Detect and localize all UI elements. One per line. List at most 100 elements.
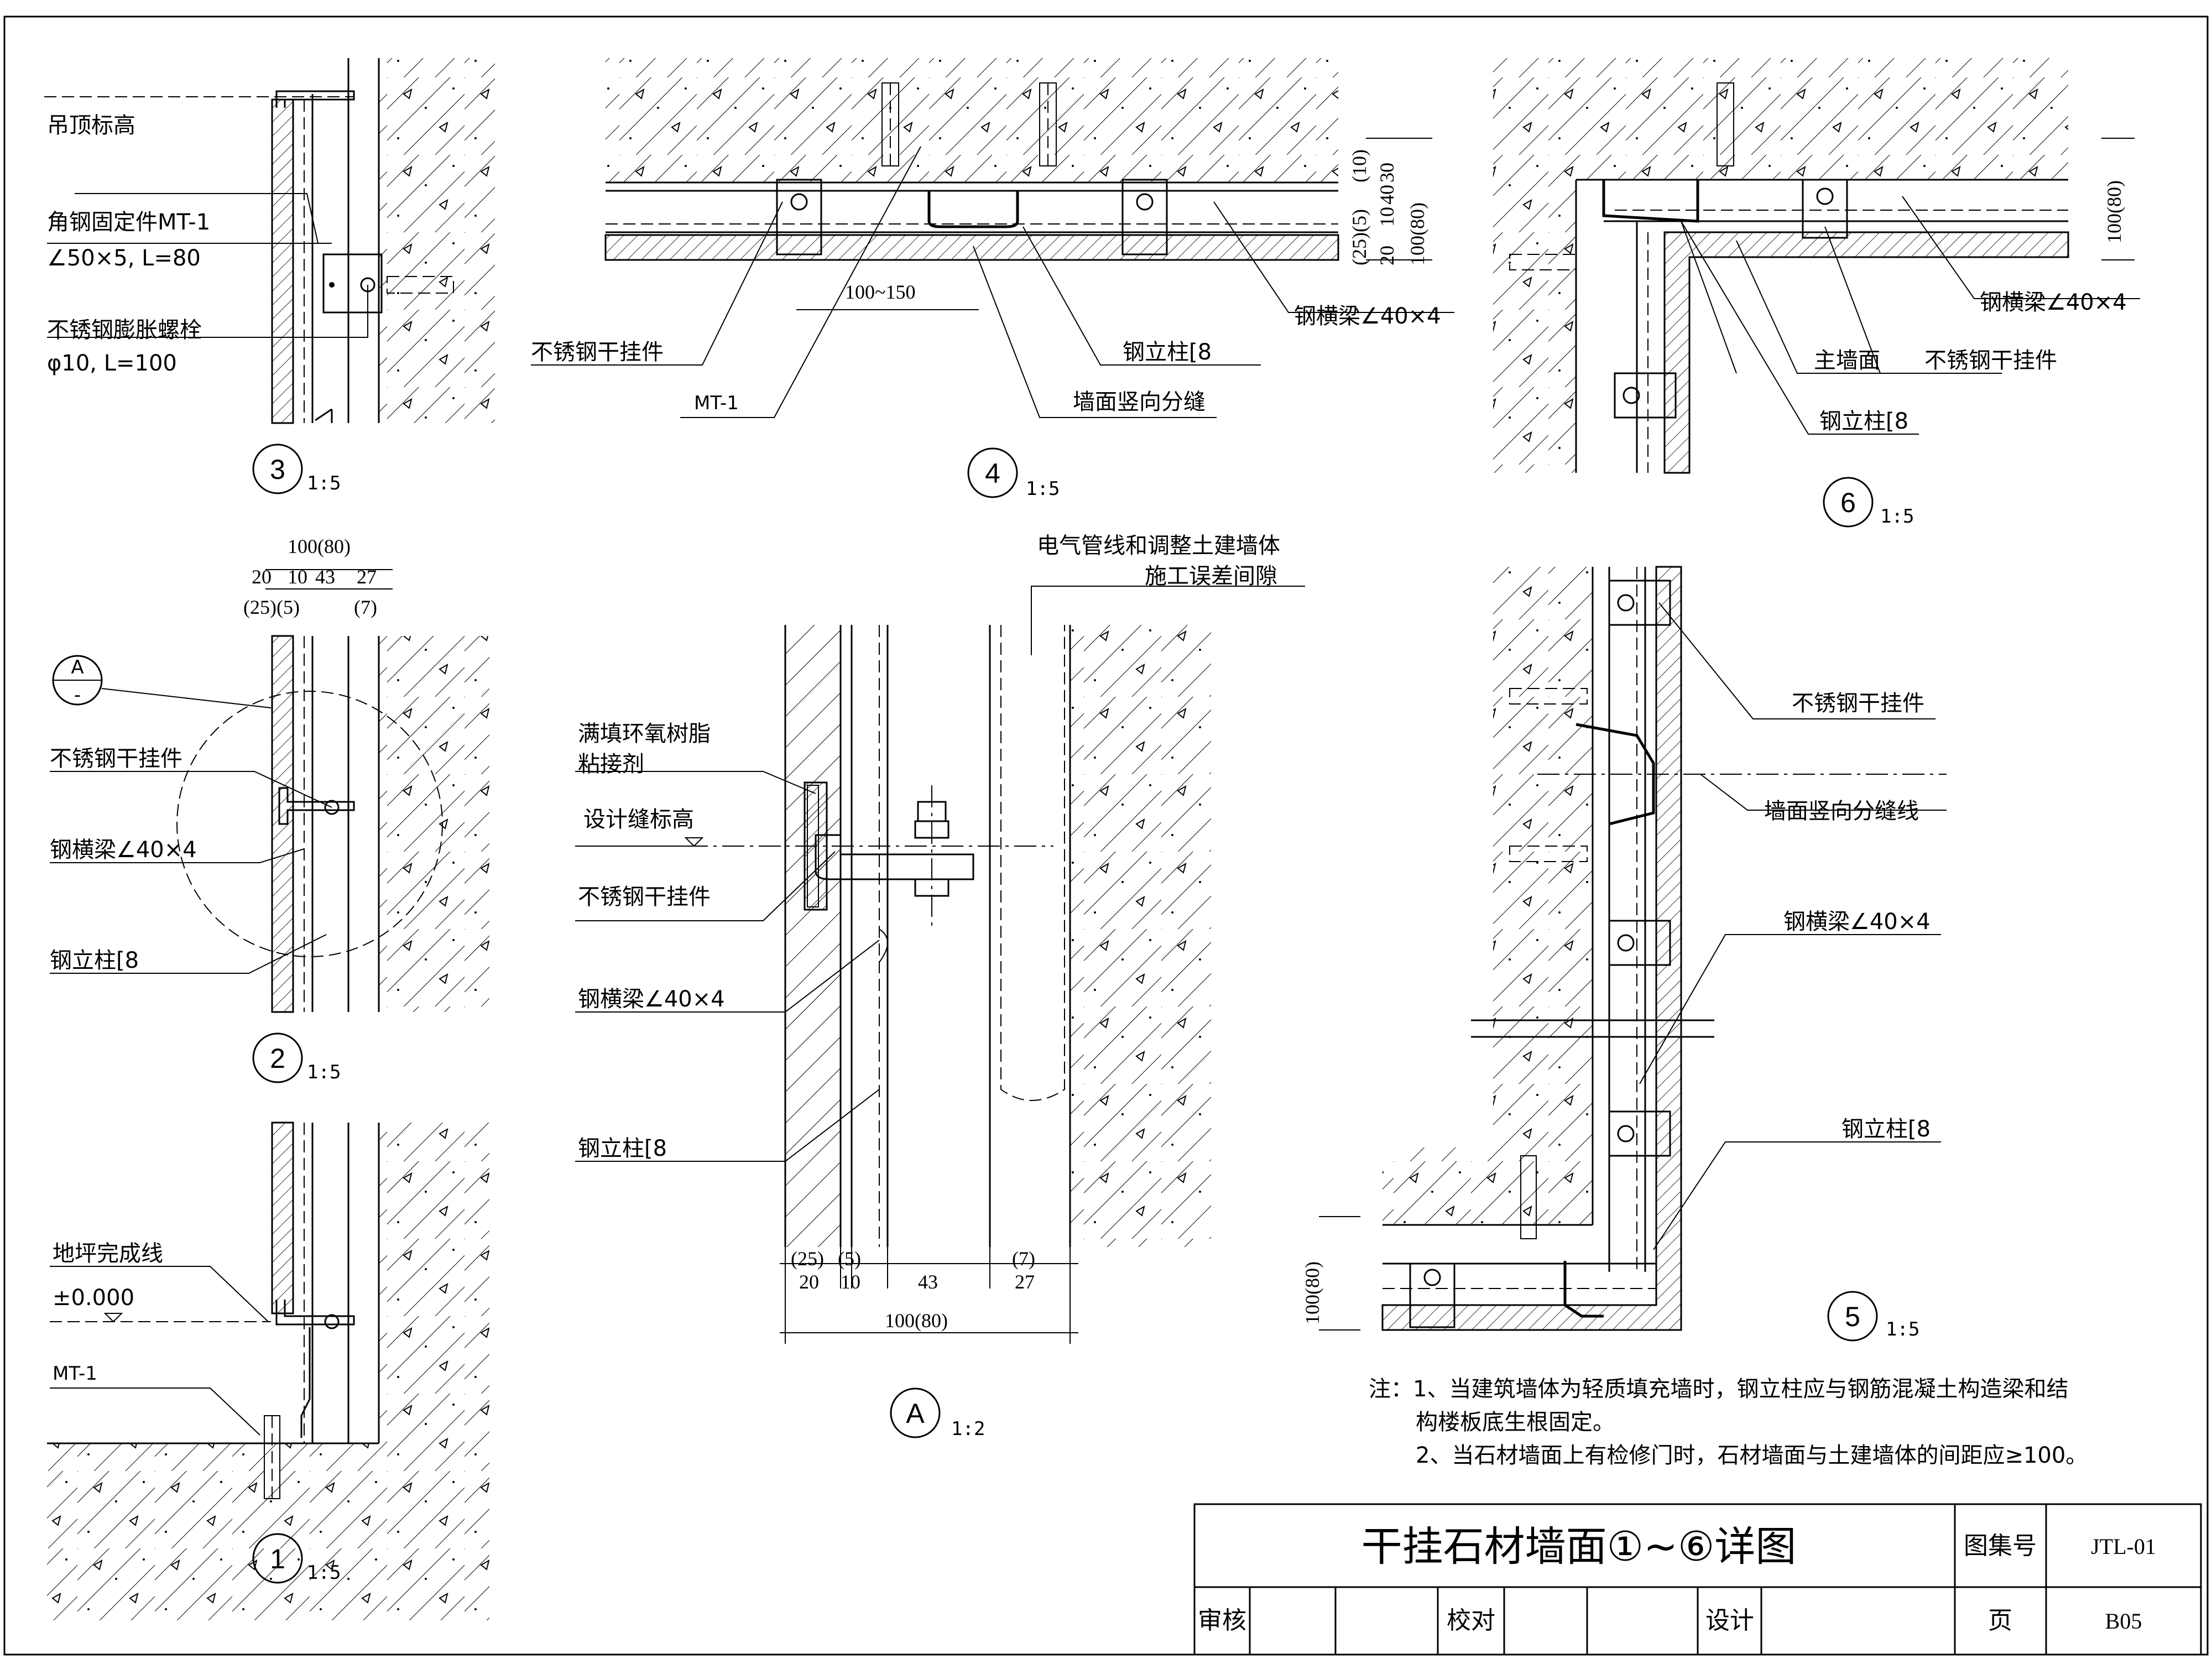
d1-label-mt1: MT-1 [53,1363,97,1385]
dA-label-column: 钢立柱[8 [578,1136,667,1161]
d1-scale: 1:5 [307,1562,341,1584]
d1-label-level: ±0.000 [53,1285,134,1311]
dA-number: A [906,1398,925,1429]
d2-dim-total: 100(80) [288,535,351,557]
d3-label-bolt-spec: φ10, L=100 [47,351,177,376]
d4-dim-10: (10) [1348,149,1370,182]
d5-scale: 1:5 [1886,1318,1919,1340]
d2-dim-10: 10 [288,566,307,588]
d5-dim: 100(80) [1301,1261,1323,1324]
d3-label-ceiling: 吊顶标高 [47,113,135,138]
d6-label-column: 钢立柱[8 [1819,409,1908,434]
dA-label-resin2: 粘接剂 [578,752,644,777]
d5-label-joint: 墙面竖向分缝线 [1764,799,1919,824]
d4-dim-10b: 10 [1376,207,1398,227]
design-label: 设计 [1705,1606,1754,1635]
d2-dim-27: 27 [357,566,377,588]
dA-label-joint-level: 设计缝标高 [583,807,694,832]
d6-index-circle [1823,477,1874,528]
page-value: B05 [2105,1609,2142,1634]
d2-label-column: 钢立柱[8 [50,948,139,973]
d4-index-circle [967,447,1018,498]
detail-1: 地坪完成线 ±0.000 MT-1 1 1:5 [47,1121,489,1620]
d2-section-letter: A [71,656,84,679]
d4-dim-total: 100(80) [1406,202,1428,265]
d6-dim: 100(80) [2103,180,2125,243]
atlas-label: 图集号 [1964,1532,2037,1560]
d5-label-beam: 钢横梁∠40×4 [1783,909,1931,935]
notes-block: 注：1、当建筑墙体为轻质填充墙时，钢立柱应与钢筋混凝土构造梁和结 构楼板底生根固… [1369,1376,2088,1468]
d2-dim-43: 43 [315,566,335,588]
d1-number: 1 [270,1543,285,1574]
dA-dim-7: (7) [1012,1248,1035,1270]
dA-dim-43: 43 [918,1271,938,1293]
d3-label-bolt: 不锈钢膨胀螺栓 [47,317,202,343]
d1-label-floor: 地坪完成线 [53,1241,163,1266]
d5-label-hanger: 不锈钢干挂件 [1792,691,1924,716]
dA-label-gap2: 施工误差间隙 [1145,564,1277,589]
d3-label-angle-spec: ∠50×5, L=80 [47,246,201,271]
title-block: 干挂石材墙面①~⑥详图 图集号 JTL-01 审核 校对 设计 页 B05 [1193,1503,2202,1656]
d5-label-column: 钢立柱[8 [1841,1117,1931,1142]
detail-4: 100~150 (10) 30 (25)(5) 20 10 40 100(80)… [531,58,1454,500]
d4-dim-spacing: 100~150 [845,281,915,303]
d2-label-beam: 钢横梁∠40×4 [50,837,197,863]
d3-label-angle: 角钢固定件MT-1 [47,210,210,235]
d5-number: 5 [1845,1301,1860,1332]
d4-dim-25-5: (25)(5) [1348,209,1370,265]
d4-label-hanger: 不锈钢干挂件 [531,340,664,365]
detail-5: 100(80) 不锈钢干挂件 墙面竖向分缝线 钢横梁∠40×4 钢立柱[8 5 … [1301,566,1947,1342]
d6-label-beam: 钢横梁∠40×4 [1980,290,2127,315]
dA-index-circle [890,1387,941,1438]
detail-A: (25) (5) (7) 20 10 43 27 100(80) 电气管线和调整… [575,533,1305,1440]
d1-index-circle [252,1533,303,1584]
d4-dim-30: 30 [1376,163,1398,182]
detail-3: 吊顶标高 角钢固定件MT-1 ∠50×5, L=80 不锈钢膨胀螺栓 φ10, … [44,58,495,494]
d4-dim-40: 40 [1376,185,1398,205]
note-line-1: 注：1、当建筑墙体为轻质填充墙时，钢立柱应与钢筋混凝土构造梁和结 [1369,1376,2068,1402]
d2-dim-25-5: (25)(5) [243,596,300,618]
d6-label-mainwall: 主墙面 [1814,348,1880,373]
d4-dim-20: 20 [1376,246,1398,265]
d3-scale: 1:5 [307,472,341,494]
dA-dim-25: (25) [791,1248,824,1270]
d4-label-mt1: MT-1 [694,392,739,414]
check-label: 校对 [1447,1606,1495,1635]
dA-label-resin1: 满填环氧树脂 [578,721,711,747]
d6-label-hanger: 不锈钢干挂件 [1924,348,2057,373]
dA-label-gap1: 电气管线和调整土建墙体 [1037,533,1280,559]
sheet-border [3,15,2209,1656]
dA-dim-total: 100(80) [885,1310,948,1332]
dA-label-beam: 钢横梁∠40×4 [578,987,725,1012]
dA-label-hanger: 不锈钢干挂件 [578,884,711,910]
d2-label-hanger: 不锈钢干挂件 [50,746,182,771]
title-text: 干挂石材墙面①~⑥详图 [1361,1523,1797,1571]
d4-label-column: 钢立柱[8 [1123,340,1212,365]
note-line-3: 2、当石材墙面上有检修门时，石材墙面与土建墙体的间距应≥100。 [1416,1443,2088,1468]
d4-label-joint: 墙面竖向分缝 [1073,389,1206,415]
detail-6: 100(80) 钢横梁∠40×4 主墙面 不锈钢干挂件 钢立柱[8 6 1:5 [1493,58,2140,528]
dA-dim-10: 10 [841,1271,860,1293]
detail-2: 100(80) 20 10 43 27 (25)(5) (7) A - 不锈钢干… [50,535,489,1083]
page-label: 页 [1988,1606,2012,1635]
dA-dim-5: (5) [838,1248,861,1270]
d2-index-circle [252,1032,303,1083]
d5-index-circle [1827,1291,1878,1342]
d2-scale: 1:5 [307,1061,341,1083]
atlas-value: JTL-01 [2091,1534,2156,1559]
d6-number: 6 [1840,487,1856,518]
note-line-2: 构楼板底生根固定。 [1416,1410,1615,1435]
d2-section-sub: - [74,684,81,706]
d3-index-circle [252,444,303,494]
d2-dim-7: (7) [354,596,377,618]
dA-scale: 1:2 [951,1418,985,1440]
dA-dim-20: 20 [799,1271,819,1293]
review-label: 审核 [1198,1606,1246,1635]
d2-dim-20: 20 [252,566,272,588]
d4-number: 4 [985,458,1000,489]
d3-number: 3 [270,454,285,485]
d6-scale: 1:5 [1880,505,1914,528]
d4-label-beam: 钢横梁∠40×4 [1294,304,1441,329]
d4-scale: 1:5 [1026,478,1060,500]
